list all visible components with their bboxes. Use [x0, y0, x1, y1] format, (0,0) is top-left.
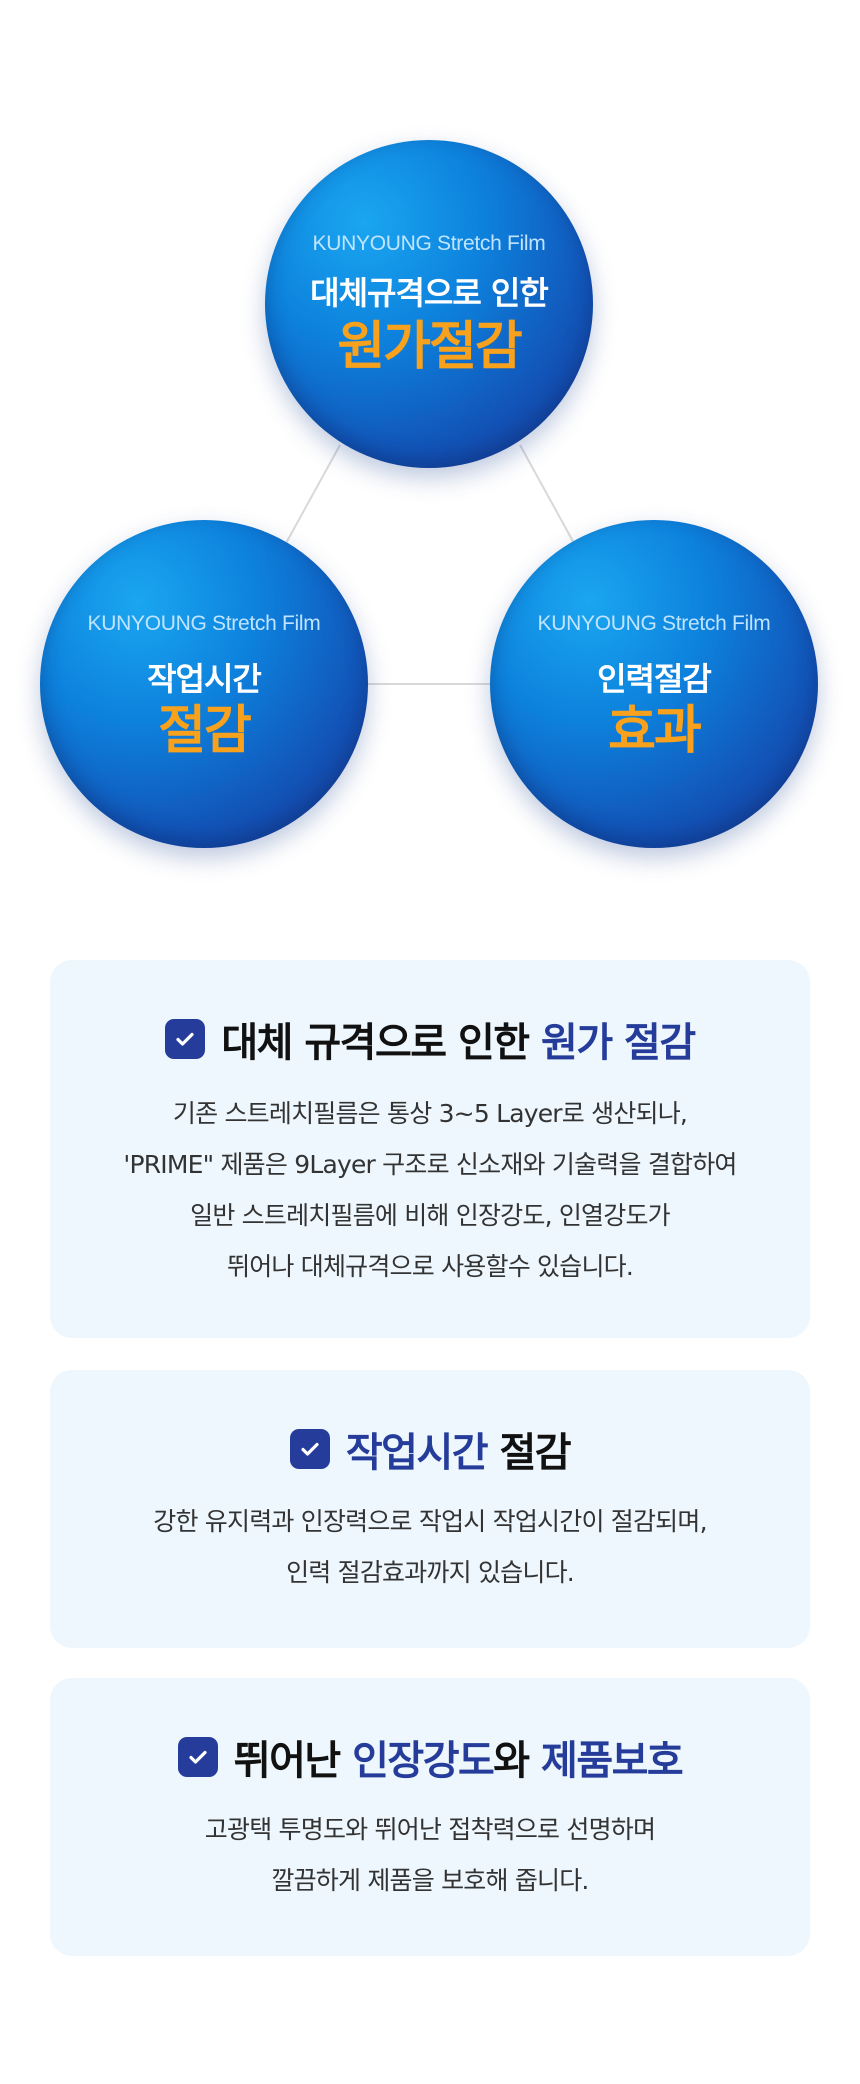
- connector-lines: [284, 444, 576, 685]
- feature-title: 뛰어난 인장강도 와 제품보호: [50, 1728, 810, 1786]
- feature-description: 고광택 투명도와 뛰어난 접착력으로 선명하며 깔끔하게 제품을 보호해 줍니다…: [50, 1804, 810, 1906]
- check-icon: [165, 1019, 206, 1059]
- feature-title-text: 절감: [487, 1430, 572, 1476]
- circle-highlight: 절감: [158, 701, 252, 761]
- feature-title: 대체 규격으로 인한 원가 절감: [50, 1010, 810, 1068]
- circle-brand: KUNYOUNG Stretch Film: [87, 612, 321, 635]
- desc-line: 일반 스트레치필름에 비해 인장강도, 인열강도가: [190, 1201, 671, 1230]
- circle-highlight: 원가절감: [337, 317, 522, 377]
- check-icon: [177, 1737, 218, 1777]
- feature-description: 기존 스트레치필름은 통상 3~5 Layer로 생산되나, 'PRIME" 제…: [50, 1088, 810, 1292]
- feature-title-text: 와: [493, 1738, 542, 1784]
- desc-line: 기존 스트레치필름은 통상 3~5 Layer로 생산되나,: [172, 1099, 688, 1128]
- feature-title: 작업시간 절감: [50, 1420, 810, 1478]
- feature-description: 강한 유지력과 인장력으로 작업시 작업시간이 절감되며, 인력 절감효과까지 …: [50, 1496, 810, 1598]
- circle-brand: KUNYOUNG Stretch Film: [312, 232, 546, 255]
- desc-line: 고광택 투명도와 뛰어난 접착력으로 선명하며: [204, 1815, 656, 1844]
- feature-box-work-time: 작업시간 절감 강한 유지력과 인장력으로 작업시 작업시간이 절감되며, 인력…: [50, 1370, 810, 1648]
- circle-cost-reduction: KUNYOUNG Stretch Film 대체규격으로 인한 원가절감: [265, 140, 593, 468]
- circle-label: 대체규격으로 인한: [310, 274, 549, 312]
- circle-labor-saving: KUNYOUNG Stretch Film 인력절감 효과: [490, 520, 818, 848]
- feature-title-highlight: 원가 절감: [541, 1020, 696, 1066]
- circle-highlight: 효과: [608, 701, 702, 761]
- desc-line: 인력 절감효과까지 있습니다.: [286, 1558, 575, 1587]
- feature-box-cost: 대체 규격으로 인한 원가 절감 기존 스트레치필름은 통상 3~5 Layer…: [50, 960, 810, 1338]
- feature-title-highlight: 작업시간: [345, 1430, 489, 1476]
- circle-label: 작업시간: [147, 660, 262, 698]
- circle-label: 인력절감: [597, 660, 712, 698]
- circle-work-time: KUNYOUNG Stretch Film 작업시간 절감: [40, 520, 368, 848]
- feature-title-highlight: 인장강도: [352, 1738, 495, 1784]
- feature-title-text: 대체 규격으로 인한: [221, 1020, 542, 1066]
- check-icon: [289, 1429, 330, 1469]
- connector-line-top-left: [284, 444, 341, 546]
- desc-line: 'PRIME" 제품은 9Layer 구조로 신소재와 기술력을 결합하여: [123, 1150, 737, 1179]
- feature-title-text: 뛰어난: [233, 1738, 353, 1784]
- desc-line: 뛰어나 대체규격으로 사용할수 있습니다.: [227, 1252, 634, 1281]
- feature-title-highlight: 제품보호: [541, 1738, 684, 1784]
- desc-line: 깔끔하게 제품을 보호해 줍니다.: [271, 1866, 589, 1895]
- benefit-diagram: KUNYOUNG Stretch Film 대체규격으로 인한 원가절감 KUN…: [0, 0, 860, 860]
- feature-box-protection: 뛰어난 인장강도 와 제품보호 고광택 투명도와 뛰어난 접착력으로 선명하며 …: [50, 1678, 810, 1956]
- desc-line: 강한 유지력과 인장력으로 작업시 작업시간이 절감되며,: [153, 1507, 707, 1536]
- circle-brand: KUNYOUNG Stretch Film: [537, 612, 771, 635]
- connector-line-top-right: [519, 444, 576, 546]
